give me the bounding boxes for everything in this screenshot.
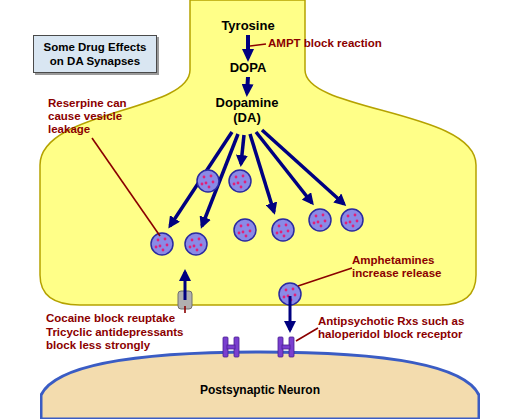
drug-annotation: Tricyclic antidepressants block less str… — [46, 326, 206, 352]
reaction-arrow — [247, 77, 248, 93]
vesicle — [272, 219, 294, 241]
neuron-membrane — [41, 352, 479, 419]
vesicle — [309, 209, 331, 231]
vesicle — [341, 209, 363, 231]
molecule-name: Tyrosine — [212, 18, 284, 33]
vesicle — [151, 233, 173, 255]
receptor-symbol — [278, 337, 283, 357]
molecule-name: DOPA — [212, 60, 284, 75]
synthesis-arrow — [262, 130, 344, 204]
pathway-step: Dopamine (DA) — [206, 95, 288, 125]
receptor-symbol — [223, 337, 228, 357]
receptor-symbol — [227, 345, 235, 349]
receptor-symbol — [282, 345, 290, 349]
drug-annotation: Antipsychotic Rxs such as haloperidol bl… — [318, 315, 490, 341]
leader-line — [92, 138, 160, 236]
synthesis-arrow — [241, 135, 244, 164]
vesicle — [197, 170, 219, 192]
receptor-symbol — [234, 337, 239, 357]
pathway-step: DOPA — [212, 60, 284, 75]
postsynaptic-neuron: Postsynaptic Neuron — [40, 349, 480, 419]
synthesis-arrow — [170, 132, 232, 226]
reaction-arrow — [246, 35, 250, 58]
receptor-symbol — [289, 337, 294, 357]
molecule-name: Dopamine (DA) — [206, 95, 288, 125]
drug-annotation: AMPT block reaction — [268, 37, 408, 50]
vesicle — [185, 233, 207, 255]
vesicle — [234, 219, 256, 241]
drug-annotation: Amphetamines increase release — [352, 254, 470, 280]
title-text: Some Drug Effects on DA Synapses — [37, 40, 153, 68]
reuptake-arrow — [184, 272, 187, 300]
leader-line — [184, 306, 186, 313]
title-box: Some Drug Effects on DA Synapses — [33, 35, 157, 73]
leader-line — [250, 44, 266, 46]
vesicle — [229, 170, 251, 192]
neuron-label: Postsynaptic Neuron — [40, 383, 480, 398]
leader-line — [298, 268, 352, 286]
leader-line — [296, 328, 318, 341]
synthesis-arrow — [250, 134, 274, 212]
drug-annotation: Cocaine block reuptake — [46, 312, 246, 325]
release-arrow — [289, 296, 292, 330]
pathway-step: Tyrosine — [212, 18, 284, 33]
drug-annotation: Reserpine can cause vesicle leakage — [48, 97, 140, 136]
